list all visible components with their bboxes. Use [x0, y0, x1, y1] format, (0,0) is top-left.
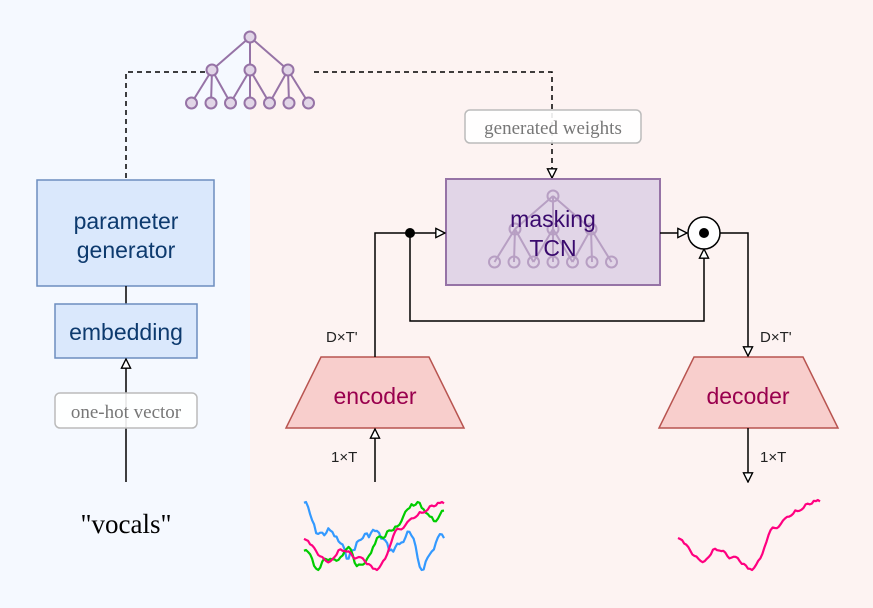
- encoder-skip-edge: [409, 233, 704, 322]
- tree-edge: [552, 195, 592, 230]
- network-tree-icon: [185, 30, 315, 110]
- hadamard-product-icon: [687, 216, 721, 250]
- parameter-generator-label-line2: generator: [77, 237, 176, 263]
- separator-panel-background: [250, 0, 873, 608]
- encoder-input-dim: 1×T: [331, 449, 357, 466]
- vocals-wave-pink: [677, 498, 821, 572]
- tree-node: [605, 255, 618, 269]
- tree-node: [263, 96, 276, 110]
- tree-node: [204, 96, 218, 110]
- tree-edge: [211, 36, 251, 71]
- tree-node: [546, 222, 560, 236]
- one-hot-vector-text: one-hot vector: [71, 402, 182, 423]
- tree-node: [281, 63, 295, 77]
- tcn-tree-icon: [488, 189, 618, 269]
- mixture-wave-blue: [303, 500, 445, 572]
- tree-node: [488, 255, 501, 269]
- tree-node: [205, 63, 219, 77]
- masking-tcn-label-line2: TCN: [529, 235, 576, 261]
- tree-node: [546, 255, 560, 269]
- tree-node: [302, 96, 315, 110]
- tree-edge: [514, 195, 554, 230]
- embedding-block: embedding: [54, 303, 198, 359]
- decoder-input-dim: D×T': [760, 329, 792, 346]
- encoder-block: encoder: [284, 356, 466, 429]
- masking-tcn-block: masking TCN: [445, 178, 661, 286]
- decoder-block: decoder: [657, 356, 840, 429]
- mixture-wave-green: [303, 500, 445, 572]
- tree-node: [243, 96, 257, 110]
- mixture-wave-pink: [303, 500, 445, 572]
- decoder-output-dim: 1×T: [760, 449, 786, 466]
- tree-node: [282, 96, 296, 110]
- tree-node: [243, 30, 257, 44]
- encoder-to-tcn-edge: [374, 233, 445, 357]
- tree-node: [584, 222, 598, 236]
- tree-node: [507, 255, 521, 269]
- tree-node: [585, 255, 599, 269]
- encoder-output-dim: D×T': [326, 329, 358, 346]
- tree-edge: [249, 36, 289, 71]
- embedding-label: embedding: [69, 319, 183, 345]
- parameter-generator-label-line1: parameter: [74, 208, 179, 234]
- mixture-waveform-icon: [303, 500, 445, 572]
- one-hot-vector-label: one-hot vector: [54, 392, 198, 429]
- masking-tcn-label-line1: masking: [510, 206, 596, 232]
- junction-dot: [405, 228, 415, 238]
- tree-node: [546, 189, 560, 203]
- tree-node: [566, 255, 579, 269]
- parameter-generator-block: parameter generator: [36, 179, 215, 287]
- vocals-waveform-icon: [677, 498, 821, 572]
- decoder-label: decoder: [706, 383, 789, 409]
- generated-weights-text: generated weights: [484, 118, 622, 139]
- tree-node: [527, 255, 540, 269]
- tree-node: [224, 96, 237, 110]
- tree-node: [243, 63, 257, 77]
- generated-weights-label: generated weights: [464, 109, 642, 144]
- encoder-label: encoder: [333, 383, 416, 409]
- tree-node: [508, 222, 522, 236]
- tree-node: [185, 96, 198, 110]
- source-query-word: "vocals": [80, 509, 171, 539]
- multiply-to-decoder-edge: [720, 232, 748, 356]
- weights-connector-left: [125, 71, 205, 180]
